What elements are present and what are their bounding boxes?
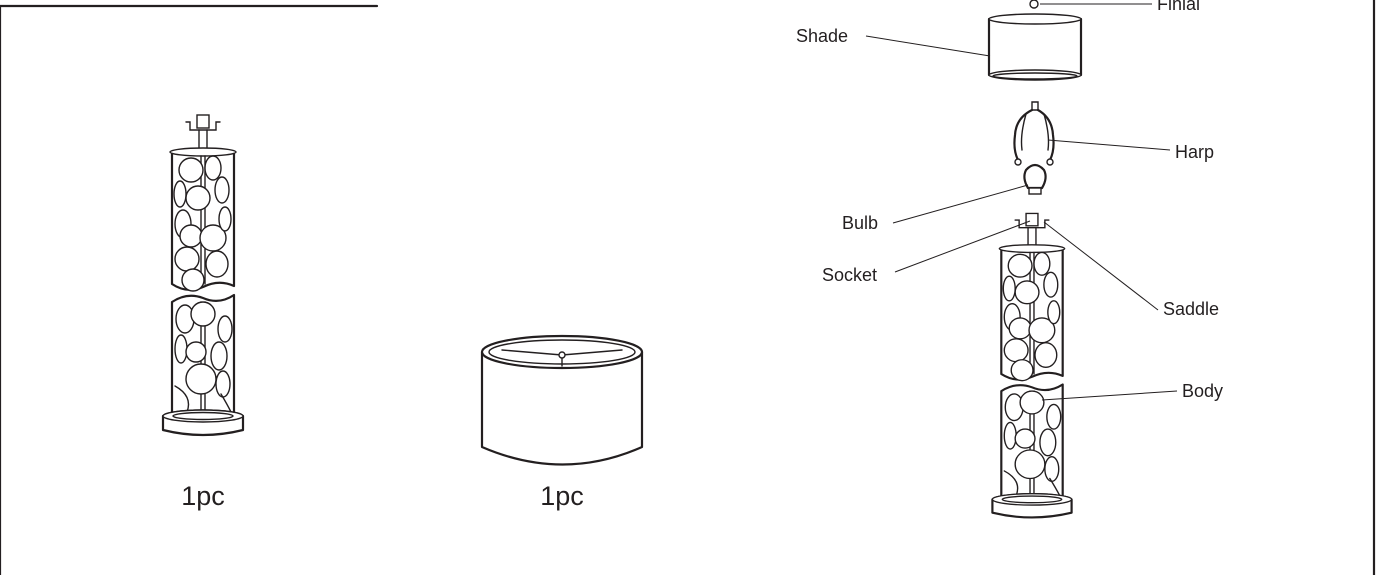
label-bulb: Bulb (842, 213, 878, 233)
assembled-body-drawing (991, 212, 1073, 519)
label-saddle: Saddle (1163, 299, 1219, 319)
finial-drawing (1029, 0, 1152, 9)
lamp-shade-part: 1pc (480, 334, 644, 511)
label-harp: Harp (1175, 142, 1214, 162)
lamp-body-drawing (161, 113, 245, 437)
label-shade: Shade (796, 26, 848, 46)
harp-drawing (1013, 101, 1055, 166)
exploded-view: Finial Shade Harp Bulb (796, 0, 1223, 519)
shade-drawing (987, 13, 1083, 81)
lamp-body-quantity: 1pc (181, 481, 225, 511)
label-socket: Socket (822, 265, 877, 285)
label-finial: Finial (1157, 0, 1200, 14)
lamp-shade-drawing (480, 334, 644, 466)
bulb-drawing (1023, 163, 1047, 195)
label-body: Body (1182, 381, 1223, 401)
lamp-body-part: 1pc (161, 113, 245, 511)
lamp-shade-quantity: 1pc (540, 481, 584, 511)
